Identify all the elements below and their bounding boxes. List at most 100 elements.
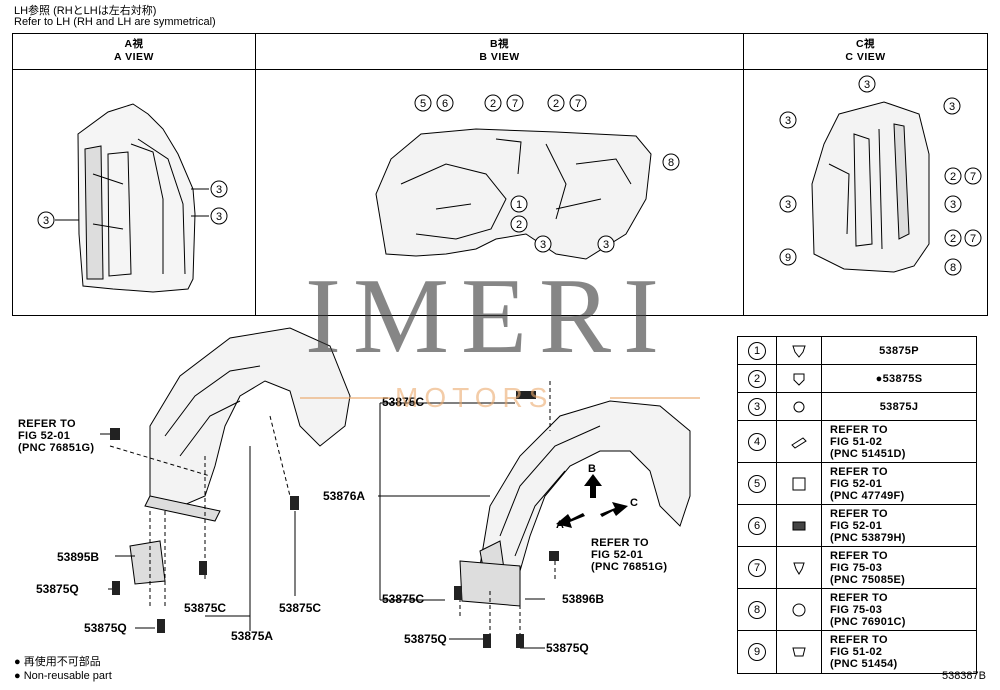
a-view-drawing: 3 3 3 <box>37 103 228 293</box>
svg-text:2: 2 <box>950 171 956 183</box>
svg-text:1: 1 <box>516 199 522 211</box>
clip-icon <box>777 393 822 420</box>
legend-row: 6 REFER TO FIG 52-01 (PNC 53879H) <box>738 505 976 547</box>
svg-text:6: 6 <box>442 98 448 110</box>
svg-text:3: 3 <box>43 215 49 227</box>
svg-text:3: 3 <box>949 101 955 113</box>
arrow-b-label: B <box>588 463 596 475</box>
clip-icon <box>777 547 822 588</box>
legend-part: REFER TO FIG 75-03 (PNC 76901C) <box>830 591 906 628</box>
part-53875Q-b: 53875Q <box>84 621 127 635</box>
legend-row: 2 ●53875S <box>738 365 976 393</box>
refer-right-label: REFER TO FIG 52-01 (PNC 76851G) <box>591 537 668 573</box>
c-view-panel: C視 C VIEW 3 3 3 2 7 3 3 2 7 9 <box>744 34 987 315</box>
legend-part-non-reusable: ●53875S <box>822 365 976 392</box>
clip-icon <box>777 505 822 546</box>
legend-row: 1 53875P <box>738 337 976 365</box>
legend-row: 7 REFER TO FIG 75-03 (PNC 75085E) <box>738 547 976 589</box>
legend-num: 2 <box>748 369 766 388</box>
svg-text:3: 3 <box>950 199 956 211</box>
legend-num: 6 <box>748 516 766 535</box>
part-53875Q-a: 53875Q <box>36 582 79 596</box>
svg-text:3: 3 <box>603 239 609 251</box>
watermark-line <box>300 397 390 399</box>
a-view-header: A視 A VIEW <box>13 34 255 70</box>
svg-text:2: 2 <box>553 98 559 110</box>
svg-text:3: 3 <box>216 211 222 223</box>
svg-text:2: 2 <box>490 98 496 110</box>
b-view-header: B視 B VIEW <box>256 34 743 70</box>
b-view-en: B VIEW <box>479 51 520 63</box>
legend-part: REFER TO FIG 51-02 (PNC 51451D) <box>830 423 906 460</box>
parts-legend-table: 1 53875P 2 ●53875S 3 53875J 4 REFER TO F… <box>737 336 977 674</box>
legend-num: 7 <box>748 558 766 577</box>
part-53875Q-r1: 53875Q <box>404 632 447 646</box>
legend-part: 53875S <box>882 372 923 385</box>
legend-part: 53875J <box>879 400 919 413</box>
legend-row: 5 REFER TO FIG 52-01 (PNC 47749F) <box>738 463 976 505</box>
non-reusable-bullet: ● <box>875 372 883 385</box>
svg-text:9: 9 <box>785 252 791 264</box>
svg-text:7: 7 <box>970 171 976 183</box>
legend-num: 3 <box>748 397 766 416</box>
part-53875C-r: 53875C <box>382 592 425 606</box>
part-53895B: 53895B <box>57 550 100 564</box>
legend-row: 4 REFER TO FIG 51-02 (PNC 51451D) <box>738 421 976 463</box>
clip-icon <box>777 365 822 392</box>
a-view-panel: A視 A VIEW 3 3 3 <box>13 34 256 315</box>
watermark-logo: IMERI <box>305 257 671 376</box>
legend-part: REFER TO FIG 52-01 (PNC 47749F) <box>830 465 905 502</box>
svg-text:8: 8 <box>950 262 956 274</box>
svg-text:3: 3 <box>785 199 791 211</box>
part-53875C-a: 53875C <box>184 601 227 615</box>
clip-icon <box>777 337 822 364</box>
header-jp: LH参照 (RHとLHは左右対称) <box>14 5 157 17</box>
watermark-sub: MOTORS <box>395 382 554 413</box>
svg-text:3: 3 <box>864 79 870 91</box>
legend-num: 5 <box>748 474 766 493</box>
svg-text:2: 2 <box>516 219 522 231</box>
clip-icon <box>777 589 822 630</box>
a-view-jp: A視 <box>124 38 144 50</box>
footer-jp: ● 再使用不可部品 <box>14 656 101 668</box>
svg-text:3: 3 <box>540 239 546 251</box>
svg-text:7: 7 <box>512 98 518 110</box>
part-53875C-top: 53875C <box>382 395 425 409</box>
svg-text:7: 7 <box>575 98 581 110</box>
footer-en: ● Non-reusable part <box>14 670 112 682</box>
legend-row: 3 53875J <box>738 393 976 421</box>
c-view-jp: C視 <box>855 38 876 50</box>
legend-row: 8 REFER TO FIG 75-03 (PNC 76901C) <box>738 589 976 631</box>
clip-icon <box>777 631 822 673</box>
legend-part: REFER TO FIG 51-02 (PNC 51454) <box>830 634 898 670</box>
a-view-en: A VIEW <box>114 51 154 63</box>
legend-num: 4 <box>748 432 766 451</box>
c-view-drawing: 3 3 3 2 7 3 3 2 7 9 8 1 2 <box>779 75 982 297</box>
c-view-header: C視 C VIEW <box>744 34 987 70</box>
part-53876A: 53876A <box>323 489 366 503</box>
header-en: Refer to LH (RH and LH are symmetrical) <box>14 16 216 28</box>
arrow-c-label: C <box>630 497 638 509</box>
screw-icon <box>777 421 822 462</box>
part-53875A: 53875A <box>231 629 274 643</box>
legend-row: 9 REFER TO FIG 51-02 (PNC 51454) <box>738 631 976 673</box>
part-53875C-b: 53875C <box>279 601 322 615</box>
b-view-drawing: 5 6 2 7 2 7 8 1 2 3 3 <box>375 94 680 260</box>
clip-icon <box>777 463 822 504</box>
svg-text:5: 5 <box>420 98 426 110</box>
legend-part: REFER TO FIG 52-01 (PNC 53879H) <box>830 507 906 544</box>
part-53896B: 53896B <box>562 592 605 606</box>
arrow-a-label: A <box>556 519 564 531</box>
c-view-en: C VIEW <box>845 51 886 63</box>
b-view-panel: B視 B VIEW 5 6 2 7 2 7 8 1 2 3 <box>256 34 744 315</box>
watermark-line <box>610 397 700 399</box>
b-view-jp: B視 <box>489 38 510 50</box>
diagram-id: 538387B <box>941 670 986 682</box>
svg-text:2: 2 <box>950 233 956 245</box>
legend-num: 1 <box>748 341 766 360</box>
views-panel: A視 A VIEW 3 3 3 B視 B VIEW <box>12 33 988 316</box>
svg-text:7: 7 <box>970 233 976 245</box>
svg-text:3: 3 <box>785 115 791 127</box>
legend-part: 53875P <box>879 344 919 357</box>
exploded-diagram: B C A <box>100 327 691 649</box>
